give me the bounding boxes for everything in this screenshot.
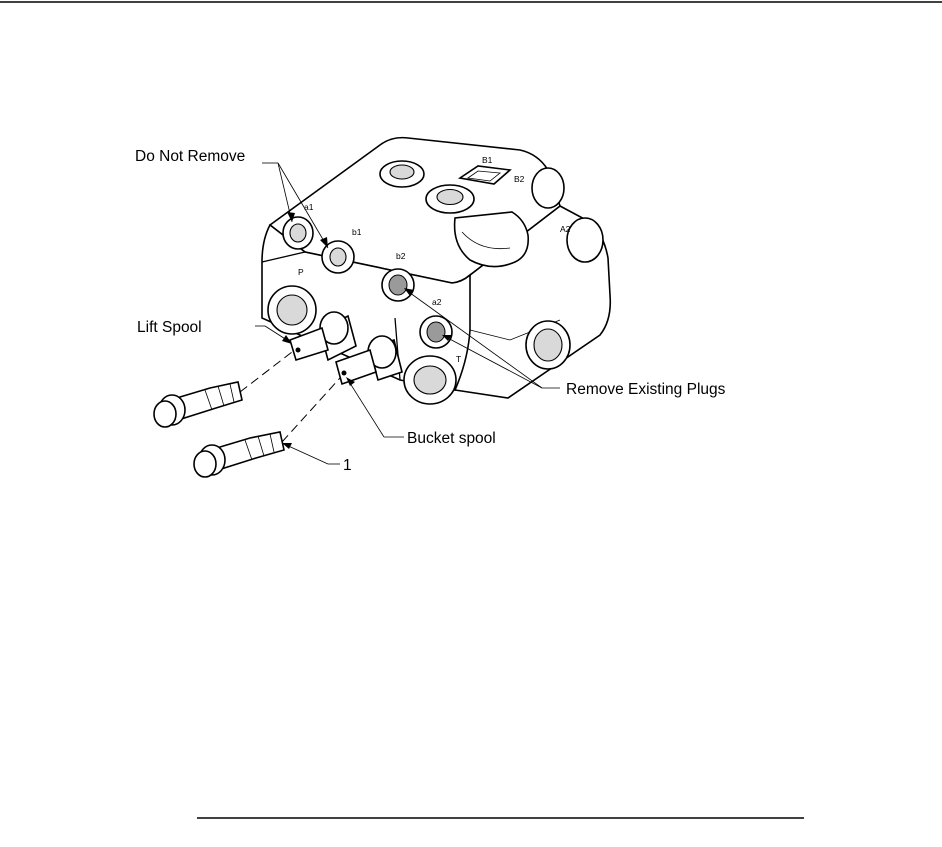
- callout-lift-spool: Lift Spool: [137, 319, 202, 336]
- callout-item-number: 1: [343, 457, 352, 474]
- insertion-path-lift: [239, 351, 293, 393]
- port-mark-b1: b1: [352, 227, 362, 237]
- lift-spool: [289, 311, 357, 362]
- port-mark-b2: b2: [396, 251, 406, 261]
- bucket-spool: [335, 335, 403, 386]
- port-mark-b2-top: B2: [514, 174, 525, 184]
- callout-bucket-spool: Bucket spool: [407, 430, 496, 447]
- leader-do-not-remove: [262, 162, 329, 249]
- callout-remove-existing-plugs: Remove Existing Plugs: [566, 381, 726, 398]
- leader-bucket-spool: [346, 377, 404, 438]
- leader-item-1: [282, 443, 340, 465]
- port-mark-a1: a1: [304, 202, 314, 212]
- port-mark-b1-top: B1: [482, 155, 493, 165]
- port-mark-t: T: [456, 354, 461, 364]
- insertion-path-bucket: [281, 377, 341, 443]
- relief-cartridge-lower: [193, 431, 285, 478]
- leader-remove-existing-plugs: [404, 288, 560, 389]
- leader-lift-spool: [255, 325, 292, 344]
- port-mark-a2: a2: [432, 297, 442, 307]
- port-mark-a2-side: A2: [560, 224, 571, 234]
- callout-do-not-remove: Do Not Remove: [135, 148, 245, 165]
- port-mark-p: P: [298, 267, 304, 277]
- control-valve-body: B1 B2 A2 a1 b1 b2 a2 P T: [261, 136, 612, 405]
- relief-cartridge-upper: [153, 381, 243, 428]
